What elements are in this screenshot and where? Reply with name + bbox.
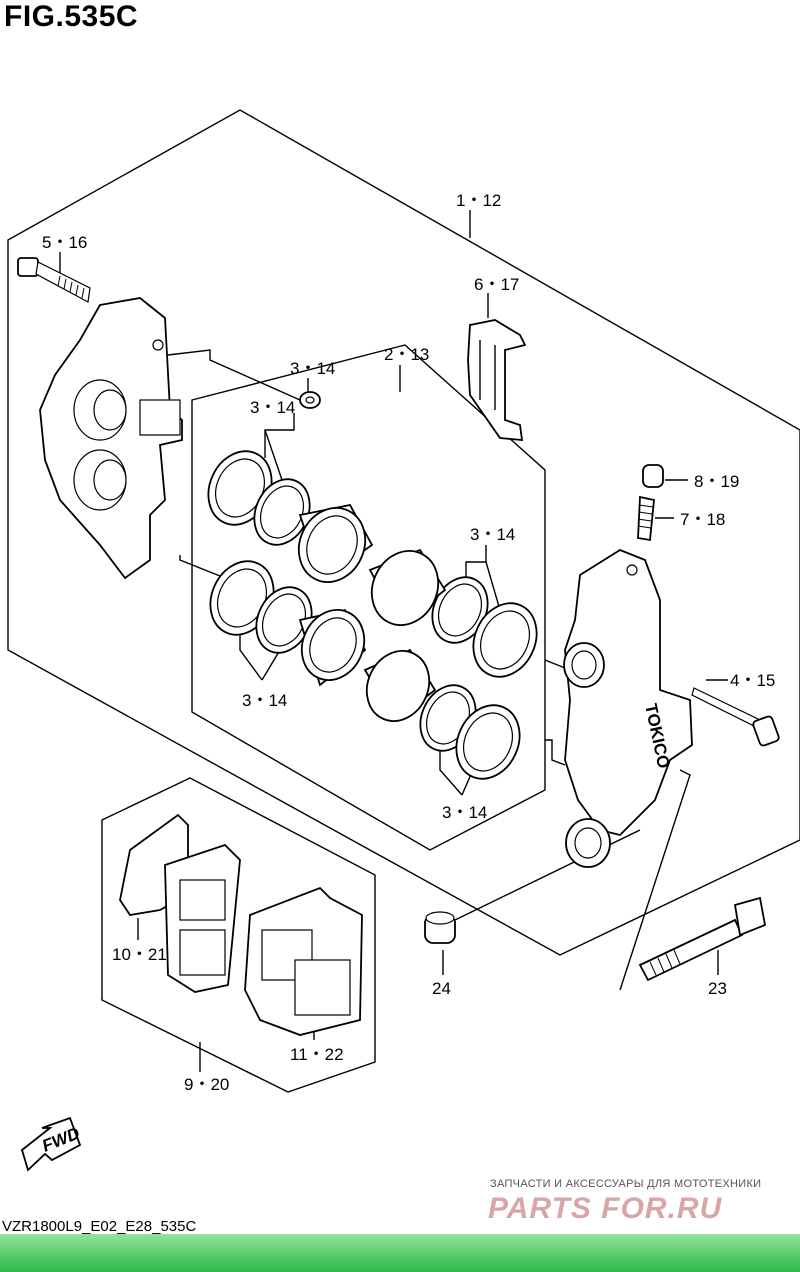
bottom-bar [0, 1234, 800, 1272]
bleeder-valve-7[interactable] [637, 495, 655, 542]
callout-23: 23 [708, 979, 727, 998]
callout-6: 6・17 [474, 275, 519, 294]
callout-1: 1・12 [456, 191, 501, 210]
callout-3d: 3・14 [242, 691, 287, 710]
assembly-outline [7, 109, 800, 956]
callout-2: 2・13 [384, 345, 429, 364]
callout-3b: 3・14 [250, 398, 295, 417]
callout-labels: 1・12 5・16 6・17 2・13 3・14 3・14 3・14 3・14 … [42, 191, 775, 1094]
spacer-24[interactable] [424, 911, 456, 944]
callout-24: 24 [432, 979, 451, 998]
caliper-bolt-5[interactable] [17, 257, 91, 303]
pad-spring-6[interactable] [467, 319, 527, 441]
slide-pin-4[interactable] [691, 687, 780, 747]
watermark-brand: PARTS FOR.RU [488, 1192, 723, 1225]
callout-3e: 3・14 [442, 803, 487, 822]
figure-code: VZR1800L9_E02_E28_535C [2, 1218, 197, 1235]
figure-title: FIG.535C [4, 0, 139, 33]
callout-11: 11・22 [290, 1045, 344, 1064]
callout-5: 5・16 [42, 233, 87, 252]
bleeder-cap-8[interactable] [642, 464, 664, 488]
callout-4: 4・15 [730, 671, 775, 690]
caliper-inner-half[interactable] [39, 297, 183, 580]
callout-7: 7・18 [680, 510, 725, 529]
callout-3a: 3・14 [290, 359, 335, 378]
brake-pad-10[interactable] [119, 813, 241, 993]
caliper-outer-half[interactable]: TOKICO [563, 548, 693, 868]
callout-3c: 3・14 [470, 525, 515, 544]
watermark-subtitle: ЗАПЧАСТИ И АКСЕССУАРЫ ДЛЯ МОТОТЕХНИКИ [490, 1178, 762, 1190]
seal-washers[interactable] [299, 391, 321, 409]
brake-pad-11[interactable] [244, 886, 363, 1036]
fwd-arrow-icon: FWD [20, 1116, 82, 1172]
callout-9: 9・20 [184, 1075, 229, 1094]
mounting-bolt-23[interactable] [638, 896, 767, 982]
callout-8: 8・19 [694, 472, 739, 491]
seal-kit-outline [191, 344, 546, 851]
piston-seals[interactable] [197, 441, 548, 789]
pad-set-outline [101, 777, 376, 1093]
callout-10: 10・21 [112, 945, 167, 964]
pistons[interactable] [287, 497, 450, 731]
